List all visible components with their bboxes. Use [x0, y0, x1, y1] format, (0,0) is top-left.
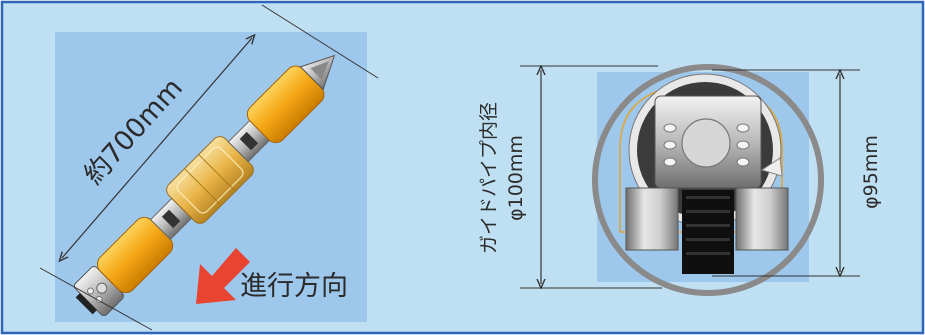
length-dimension-arrow [62, 38, 252, 258]
robot-front-view [619, 73, 789, 274]
direction-arrow [196, 248, 250, 304]
front-lens [681, 118, 731, 168]
left-figure: 約700mm 進行方向 [39, 4, 379, 331]
length-extension-line-top [261, 4, 379, 79]
guide-pipe-ring [592, 64, 824, 296]
robot-diameter-label: φ95mm [860, 135, 882, 209]
length-extension-line-bottom [39, 267, 153, 331]
guide-pipe-label: ガイドパイプ内径 [478, 102, 500, 254]
camera-head [73, 266, 124, 317]
front-leds [663, 123, 750, 167]
direction-label: 進行方向 [240, 271, 348, 302]
guide-pipe-value: φ100mm [505, 135, 527, 221]
crawler-track [682, 190, 734, 274]
right-figure: ガイドパイプ内径 φ100mm φ95mm [478, 64, 882, 296]
